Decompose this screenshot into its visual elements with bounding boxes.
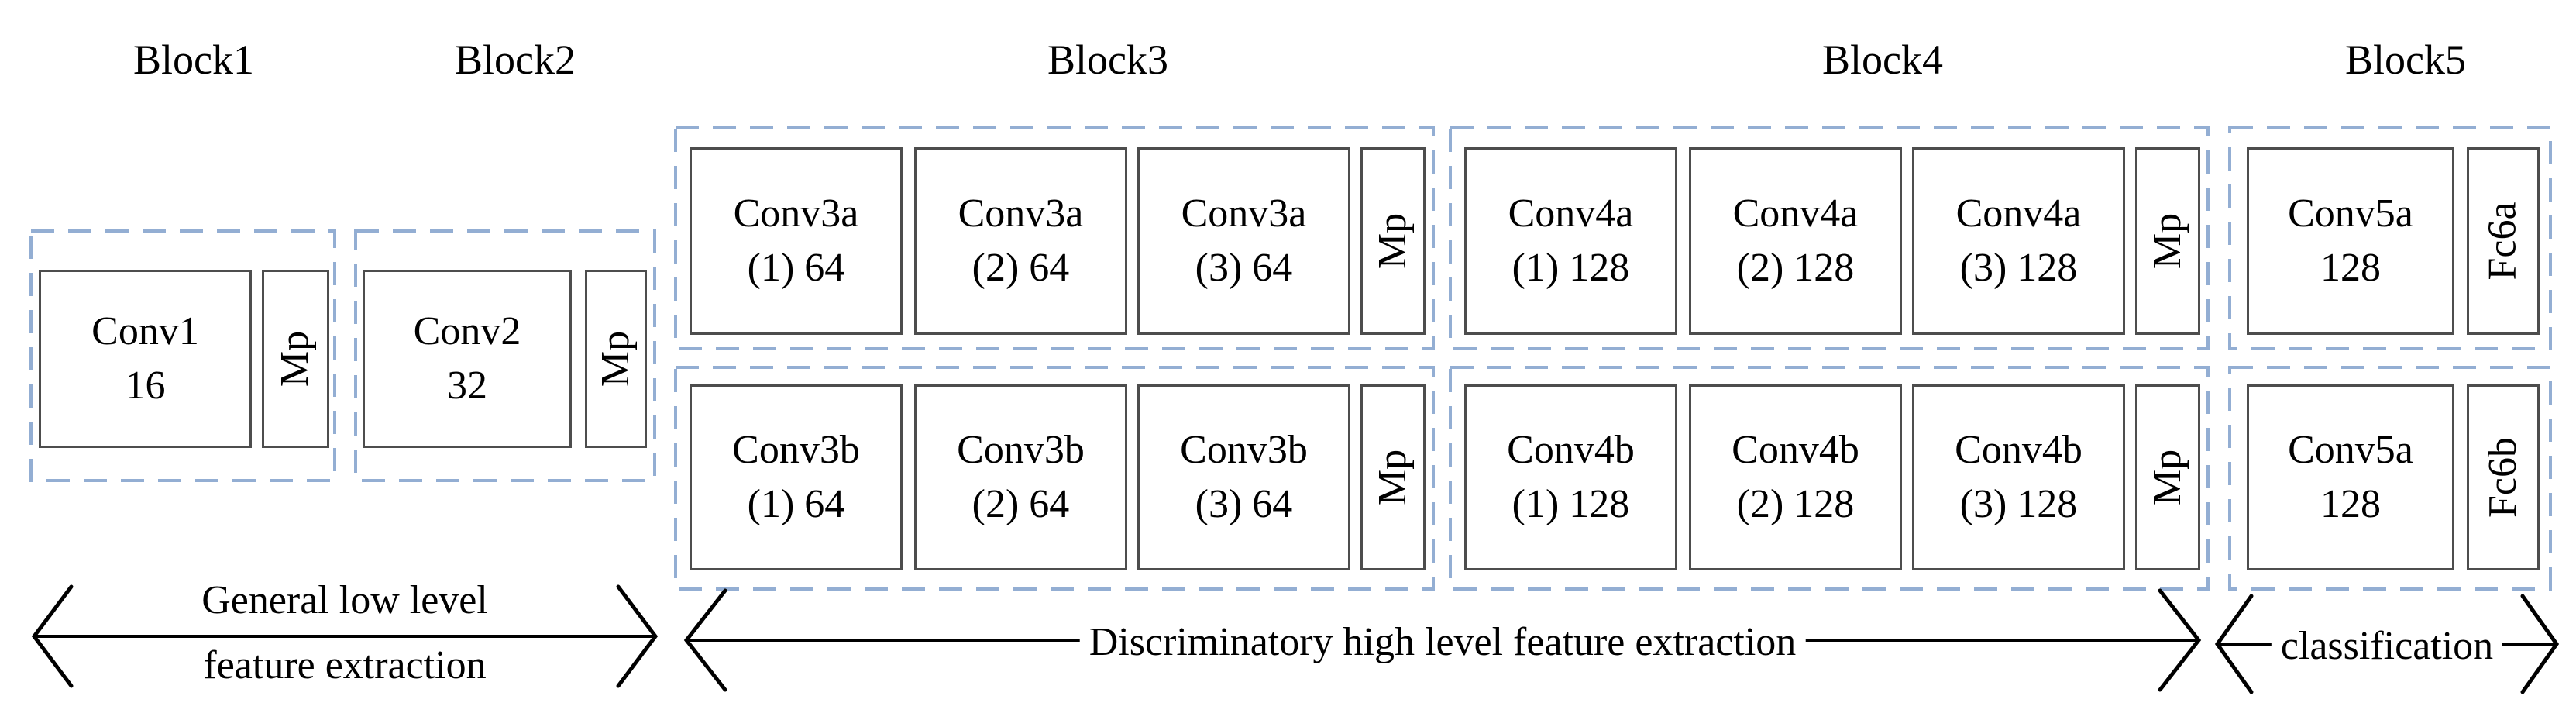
- conv4a-2-name: Conv4a: [1732, 191, 1859, 236]
- block2-dashed-outline: [354, 229, 656, 482]
- block4-row-b-maxpool-label: Mp: [2145, 449, 2189, 506]
- fc6b-box: Fc6b: [2467, 384, 2540, 570]
- block3-row-a-maxpool-label: Mp: [1371, 212, 1415, 270]
- low-level-double-arrow: [31, 584, 659, 688]
- arrow-left-head: [683, 588, 727, 692]
- fc6a-label: Fc6a: [2481, 202, 2525, 281]
- conv3a-2-params: (2) 64: [972, 246, 1070, 290]
- conv4b-2-box: Conv4b (2) 128: [1689, 384, 1902, 570]
- high-level-annotation: Discriminatory high level feature extrac…: [1079, 620, 1806, 665]
- conv4a-1-box: Conv4a (1) 128: [1464, 147, 1677, 335]
- classification-annotation: classification: [2271, 624, 2503, 669]
- block3-row-b-maxpool-box: Mp: [1360, 384, 1426, 570]
- conv5a-bottom-box: Conv5a 128: [2247, 384, 2454, 570]
- conv3b-2-name: Conv3b: [957, 428, 1085, 472]
- conv3a-1-params: (1) 64: [747, 246, 845, 290]
- conv4b-2-name: Conv4b: [1732, 428, 1859, 472]
- conv5a-bottom-filters: 128: [2320, 482, 2381, 526]
- conv5a-top-filters: 128: [2320, 246, 2381, 290]
- arrow-right-head: [616, 584, 659, 688]
- conv3a-3-box: Conv3a (3) 64: [1137, 147, 1350, 335]
- conv4b-1-name: Conv4b: [1507, 428, 1635, 472]
- conv3a-2-box: Conv3a (2) 64: [914, 147, 1127, 335]
- block4-row-b-maxpool-box: Mp: [2135, 384, 2200, 570]
- conv1-filters: 16: [125, 364, 166, 408]
- block2-maxpool-box: Mp: [585, 270, 647, 448]
- arrow-left-head: [31, 584, 74, 688]
- conv3b-2-params: (2) 64: [972, 482, 1070, 526]
- block3-row-b-maxpool-label: Mp: [1371, 449, 1415, 506]
- conv3b-2-box: Conv3b (2) 64: [914, 384, 1127, 570]
- conv4b-2-params: (2) 128: [1736, 482, 1855, 526]
- block4-label: Block4: [1822, 36, 1943, 83]
- conv1-name: Conv1: [91, 309, 199, 353]
- conv4b-1-params: (1) 128: [1512, 482, 1630, 526]
- block2-label: Block2: [455, 36, 576, 83]
- conv3a-3-name: Conv3a: [1181, 191, 1307, 236]
- conv4b-3-name: Conv4b: [1955, 428, 2082, 472]
- block1-maxpool-label: Mp: [273, 330, 318, 388]
- conv3b-1-params: (1) 64: [747, 482, 845, 526]
- conv4b-1-box: Conv4b (1) 128: [1464, 384, 1677, 570]
- block1-maxpool-box: Mp: [262, 270, 329, 448]
- conv3b-1-box: Conv3b (1) 64: [690, 384, 903, 570]
- conv4b-3-box: Conv4b (3) 128: [1912, 384, 2125, 570]
- block3-row-b-dashed-outline: [674, 366, 1435, 591]
- block5-label: Block5: [2345, 36, 2466, 83]
- conv3a-1-name: Conv3a: [733, 191, 859, 236]
- conv1-box: Conv1 16: [39, 270, 252, 448]
- conv3b-3-name: Conv3b: [1180, 428, 1308, 472]
- block4-row-a-maxpool-box: Mp: [2135, 147, 2200, 335]
- conv4a-3-params: (3) 128: [1959, 246, 2078, 290]
- conv2-name: Conv2: [413, 309, 521, 353]
- arrow-left-head: [2214, 594, 2254, 694]
- conv4a-3-name: Conv4a: [1955, 191, 2082, 236]
- block4-row-a-dashed-outline: [1449, 126, 2210, 350]
- block2-maxpool-label: Mp: [593, 330, 638, 388]
- conv4a-2-params: (2) 128: [1736, 246, 1855, 290]
- conv5a-top-name: Conv5a: [2288, 191, 2413, 236]
- block1-dashed-outline: [29, 229, 336, 482]
- conv3a-3-params: (3) 64: [1195, 246, 1293, 290]
- conv3a-1-box: Conv3a (1) 64: [690, 147, 903, 335]
- conv2-box: Conv2 32: [363, 270, 572, 448]
- conv4a-3-box: Conv4a (3) 128: [1912, 147, 2125, 335]
- conv3a-2-name: Conv3a: [958, 191, 1084, 236]
- conv4a-1-params: (1) 128: [1512, 246, 1630, 290]
- arrow-right-head: [2158, 588, 2202, 692]
- low-level-annotation-line2: feature extraction: [203, 643, 487, 687]
- block4-row-a-maxpool-label: Mp: [2145, 212, 2189, 270]
- block3-label: Block3: [1047, 36, 1168, 83]
- block1-label: Block1: [133, 36, 254, 83]
- conv4a-1-name: Conv4a: [1508, 191, 1634, 236]
- block3-row-a-maxpool-box: Mp: [1360, 147, 1426, 335]
- conv2-filters: 32: [447, 364, 487, 408]
- fc6a-box: Fc6a: [2467, 147, 2540, 335]
- low-level-annotation-line1: General low level: [201, 578, 488, 622]
- conv5a-top-box: Conv5a 128: [2247, 147, 2454, 335]
- conv3b-3-box: Conv3b (3) 64: [1137, 384, 1350, 570]
- arrow-right-head: [2520, 594, 2560, 694]
- conv3b-3-params: (3) 64: [1195, 482, 1293, 526]
- block5-row-b-dashed-outline: [2228, 366, 2552, 591]
- conv3b-1-name: Conv3b: [732, 428, 860, 472]
- block4-row-b-dashed-outline: [1449, 366, 2210, 591]
- fc6b-label: Fc6b: [2481, 437, 2525, 518]
- block5-row-a-dashed-outline: [2228, 126, 2552, 350]
- conv5a-bottom-name: Conv5a: [2288, 428, 2413, 472]
- conv4b-3-params: (3) 128: [1959, 482, 2078, 526]
- conv4a-2-box: Conv4a (2) 128: [1689, 147, 1902, 335]
- block3-row-a-dashed-outline: [674, 126, 1435, 350]
